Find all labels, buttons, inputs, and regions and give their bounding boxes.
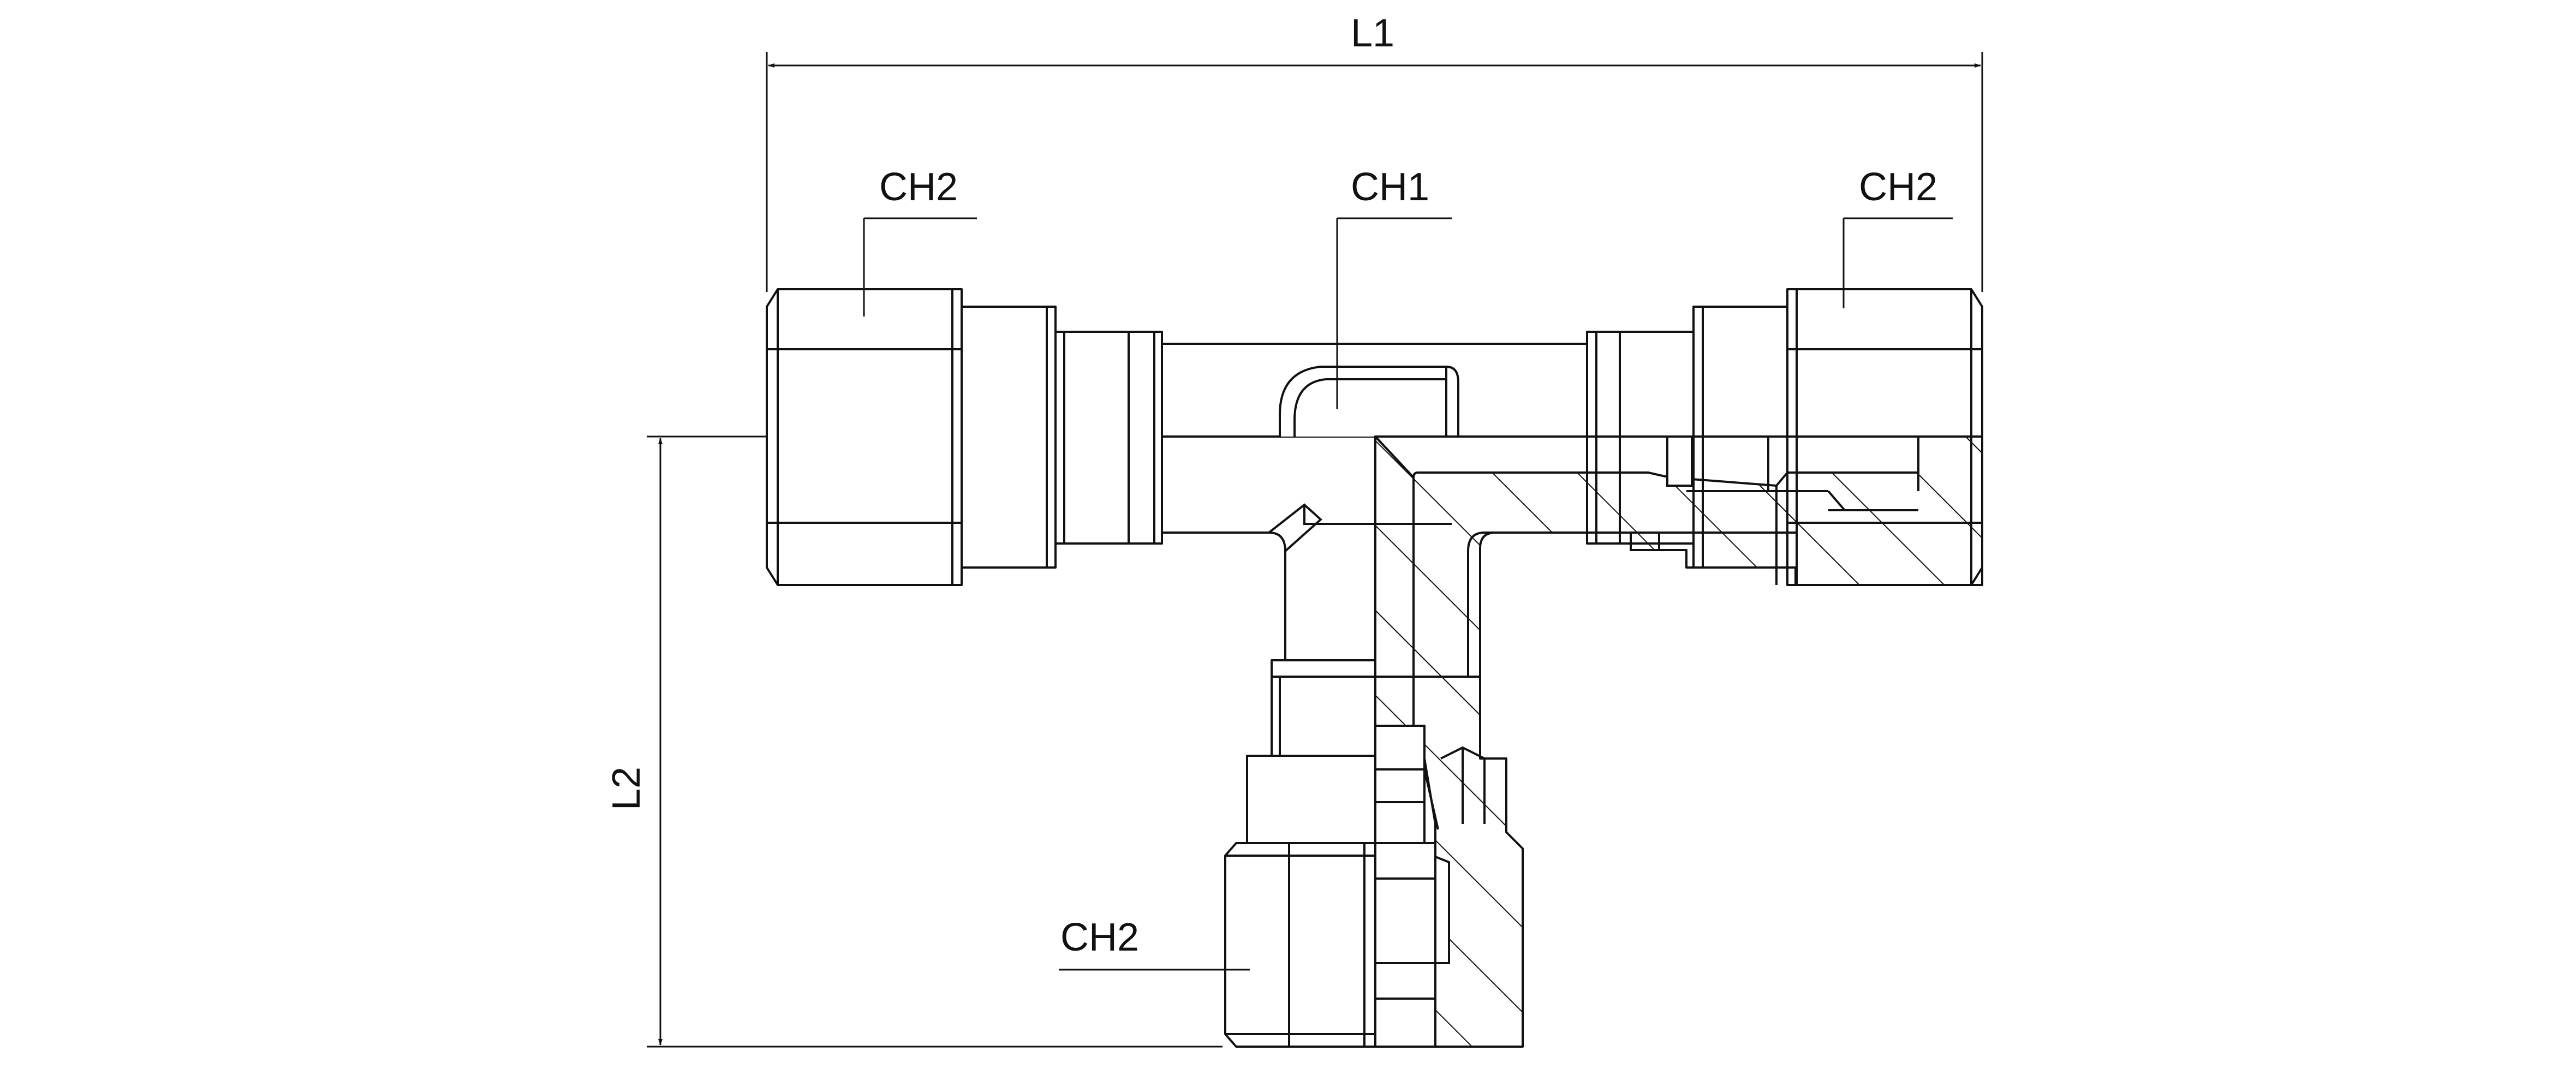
ch2-right-callout: CH2 (1842, 165, 1953, 308)
l2-label: L2 (605, 767, 648, 810)
bottom-swivel-nut (1224, 842, 1436, 1048)
ch2-bottom-label: CH2 (1060, 916, 1139, 959)
ch2-left-label: CH2 (879, 165, 958, 209)
ch2-right-label: CH2 (1859, 165, 1937, 209)
ch1-callout: CH1 (1336, 165, 1452, 409)
left-tube-stub (1054, 331, 1163, 545)
branch-tube-stub (1271, 659, 1376, 760)
bottom-collar (1246, 725, 1486, 844)
ch2-left-callout: CH2 (863, 165, 977, 316)
l1-label: L1 (1351, 11, 1394, 55)
run-section (1374, 435, 1983, 678)
left-swivel-nut (766, 288, 1057, 586)
ch2-bottom-callout: CH2 (1059, 916, 1250, 971)
l1-dimension: L1 (766, 11, 1983, 292)
ch1-label: CH1 (1351, 165, 1429, 209)
